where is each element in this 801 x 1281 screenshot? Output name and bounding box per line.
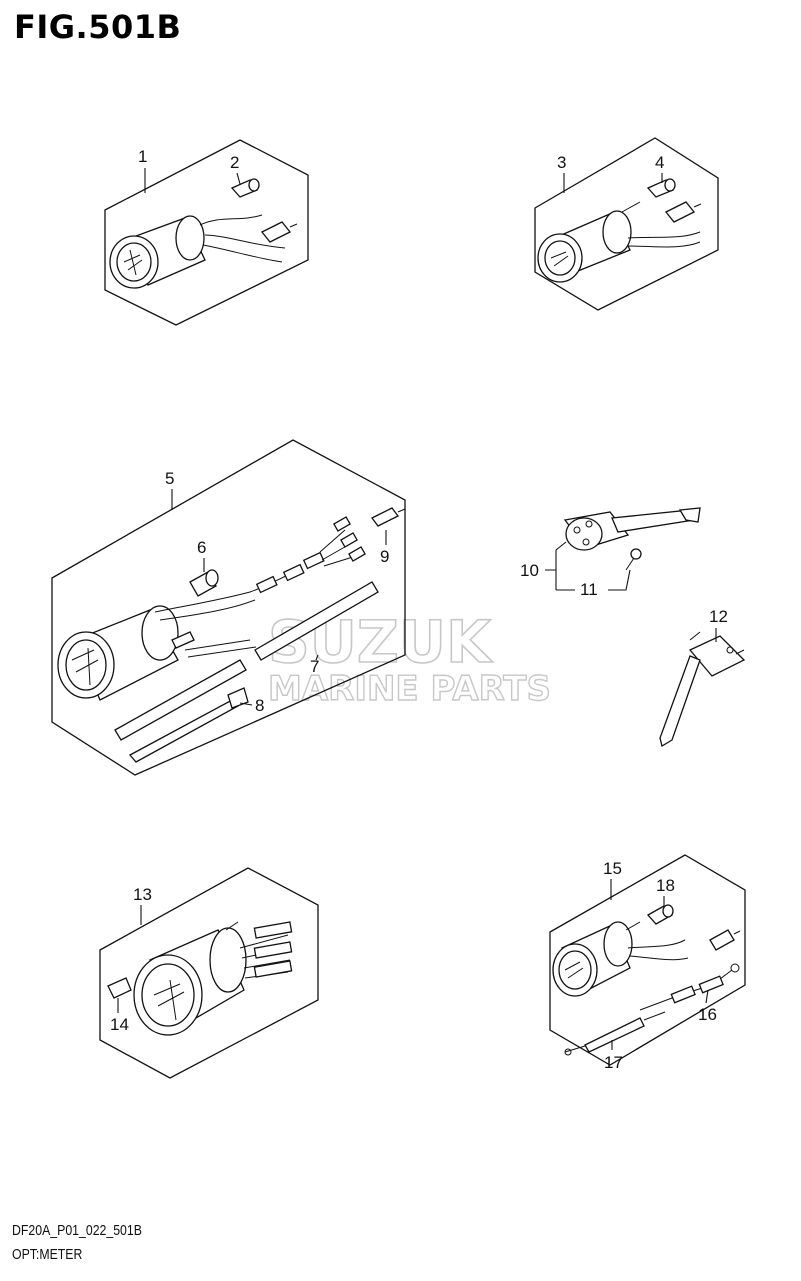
kit-box-3 (534, 137, 719, 311)
bulb-part-2[interactable] (230, 178, 260, 198)
terminal-part-9[interactable] (371, 507, 406, 527)
gauge-part-5[interactable] (57, 605, 195, 701)
callout-1[interactable]: 1 (138, 147, 147, 166)
leader-10 (545, 541, 575, 591)
gauge-part-1[interactable] (109, 214, 286, 289)
callout-14[interactable]: 14 (110, 1015, 129, 1034)
leader-7 (315, 654, 319, 661)
watermark: SUZUK MARINE PARTS (267, 607, 551, 710)
socket-part-c[interactable] (709, 929, 741, 951)
sender-part-12[interactable] (659, 631, 746, 748)
callout-7[interactable]: 7 (310, 657, 319, 676)
leader-8 (239, 702, 253, 706)
callout-6[interactable]: 6 (197, 538, 206, 557)
gauge-part-3[interactable] (537, 201, 701, 283)
socket-part[interactable] (260, 221, 298, 243)
kit-box-1 (104, 139, 309, 326)
callout-5[interactable]: 5 (165, 469, 174, 488)
screw-part-11[interactable] (625, 548, 642, 571)
leader-11 (608, 569, 631, 591)
leader-16 (705, 989, 709, 1004)
callout-16[interactable]: 16 (698, 1005, 717, 1024)
kit-box-13 (99, 867, 319, 1079)
kit-box-5 (51, 439, 406, 776)
socket-part-b[interactable] (664, 201, 702, 223)
gauge-part-15[interactable] (552, 921, 689, 997)
callout-10[interactable]: 10 (520, 561, 539, 580)
model-code: DF20A_P01_022_501B (12, 1222, 142, 1239)
callout-11[interactable]: 11 (580, 580, 598, 599)
bulb-part-6[interactable] (189, 569, 219, 597)
callout-3[interactable]: 3 (557, 153, 566, 172)
harness-part-17[interactable] (564, 1011, 666, 1056)
watermark-line-2: MARINE PARTS (268, 669, 551, 709)
figure-subtitle: OPT:METER (12, 1246, 83, 1263)
bulb-part-14[interactable] (107, 977, 132, 999)
callout-18[interactable]: 18 (656, 876, 675, 895)
bracket-part-10[interactable] (563, 507, 701, 551)
bulb-part-4[interactable] (646, 178, 676, 198)
callout-8[interactable]: 8 (255, 696, 264, 715)
callout-15[interactable]: 15 (603, 859, 622, 878)
callout-4[interactable]: 4 (655, 153, 664, 172)
kit-box-15 (549, 854, 746, 1066)
callout-9[interactable]: 9 (380, 547, 389, 566)
tie-part-8[interactable] (128, 687, 249, 763)
gauge-part-13[interactable] (133, 921, 293, 1036)
callout-17[interactable]: 17 (604, 1053, 623, 1072)
harness-part-7[interactable] (114, 516, 379, 741)
figure-title: FIG.501B (14, 8, 182, 46)
bulb-part-18[interactable] (646, 904, 674, 925)
callout-13[interactable]: 13 (133, 885, 152, 904)
leader-2 (236, 172, 241, 185)
callout-12[interactable]: 12 (709, 607, 728, 626)
harness-part-16[interactable] (639, 963, 740, 1011)
callout-2[interactable]: 2 (230, 153, 239, 172)
